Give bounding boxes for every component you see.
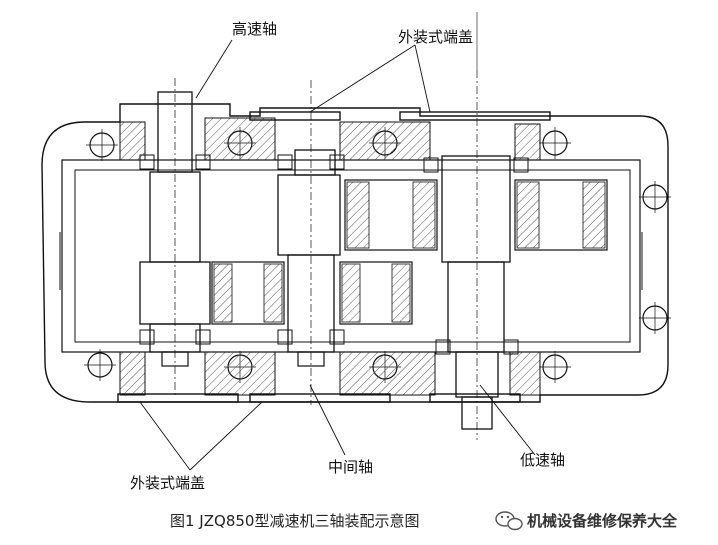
wechat-icon (495, 511, 523, 531)
leader-lines (139, 39, 536, 471)
label-outer-end-cover-bottom: 外装式端盖 (130, 474, 205, 492)
bolt-hole-icon (86, 129, 118, 161)
bolt-hole-icon (639, 181, 671, 213)
watermark: 机械设备维修保养大全 (495, 511, 678, 531)
low-speed-shaft-drawing (344, 70, 608, 440)
bolt-hole-icon (84, 349, 116, 381)
bolt-hole-icon (539, 127, 571, 159)
bolt-hole-icon (639, 302, 671, 334)
end-cover-plates (117, 111, 551, 403)
high-speed-shaft-drawing (139, 78, 211, 395)
bearing-seats (119, 117, 541, 396)
label-high-speed-shaft: 高速轴 (232, 20, 277, 38)
bolt-hole-icon (539, 351, 571, 383)
label-intermediate-shaft: 中间轴 (328, 458, 373, 476)
label-outer-end-cover-top: 外装式端盖 (398, 28, 473, 46)
intermediate-shaft-drawing (211, 80, 413, 405)
watermark-text: 机械设备维修保养大全 (527, 512, 678, 530)
label-low-speed-shaft: 低速轴 (520, 451, 565, 469)
bolt-holes (84, 127, 671, 383)
figure-caption: 图1 JZQ850型减速机三轴装配示意图 (170, 512, 419, 530)
